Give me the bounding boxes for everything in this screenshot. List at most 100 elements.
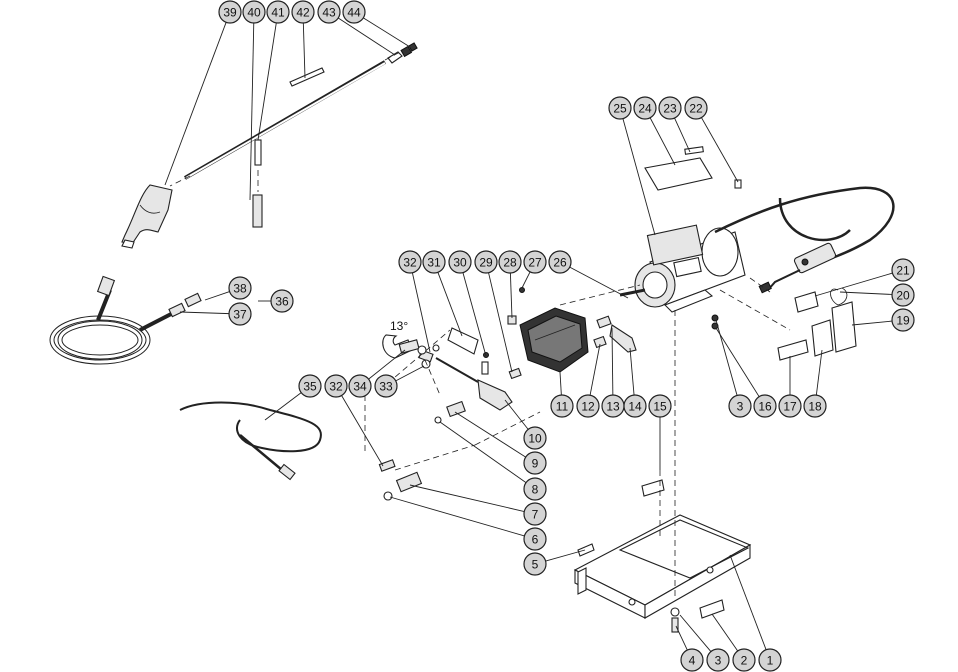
- callout-circle: [758, 648, 782, 672]
- spray-gun: [121, 184, 173, 249]
- leader-line: [504, 399, 529, 430]
- callout-number: 3: [715, 654, 722, 668]
- callout-29: 29: [474, 250, 498, 274]
- callout-22: 22: [684, 96, 708, 120]
- leader-line: [439, 421, 527, 484]
- leader-line: [611, 327, 614, 396]
- callout-number: 5: [532, 558, 539, 572]
- pump-assembly: [507, 284, 641, 380]
- leader-line: [409, 484, 525, 512]
- callout-circle: [523, 451, 547, 475]
- leader-line: [715, 319, 738, 396]
- leader-line: [715, 327, 760, 397]
- callout-circle: [732, 648, 756, 672]
- callout-15: 15: [648, 394, 672, 418]
- callout-circle: [550, 394, 574, 418]
- callout-circle: [324, 374, 348, 398]
- callout-7: 7: [523, 502, 547, 526]
- callout-43: 43: [317, 0, 341, 24]
- leader-line: [545, 549, 586, 562]
- callout-number: 26: [553, 256, 567, 270]
- callout-number: 34: [353, 380, 367, 394]
- callout-32: 32: [324, 374, 348, 398]
- leader-line: [729, 554, 767, 650]
- callout-circle: [684, 96, 708, 120]
- callout-number: 41: [271, 6, 285, 20]
- leader-line: [204, 291, 230, 301]
- callout-9: 9: [523, 451, 547, 475]
- callout-18: 18: [803, 394, 827, 418]
- electric-motor: [619, 146, 746, 313]
- callout-number: 18: [808, 400, 822, 414]
- callout-number: 9: [532, 457, 539, 471]
- callout-number: 13: [606, 400, 620, 414]
- callout-40: 40: [242, 0, 266, 24]
- callout-number: 17: [783, 400, 797, 414]
- callout-number: 8: [532, 483, 539, 497]
- callout-circle: [891, 258, 915, 282]
- callout-17: 17: [778, 394, 802, 418]
- callout-number: 44: [347, 6, 361, 20]
- leader-line: [649, 117, 676, 166]
- callout-28: 28: [498, 250, 522, 274]
- callout-circle: [348, 374, 372, 398]
- leader-line: [814, 272, 893, 297]
- leader-line: [839, 291, 893, 295]
- callout-number: 23: [663, 102, 677, 116]
- callout-37: 37: [228, 302, 252, 326]
- leader-line: [411, 272, 431, 353]
- leader-line: [701, 117, 739, 183]
- leader-line: [589, 343, 601, 396]
- callout-number: 7: [532, 508, 539, 522]
- callout-25: 25: [608, 96, 632, 120]
- callout-number: 27: [528, 256, 542, 270]
- callout-circle: [648, 394, 672, 418]
- callout-number: 25: [613, 102, 627, 116]
- callout-number: 24: [638, 102, 652, 116]
- callout-20: 20: [891, 283, 915, 307]
- leader-line: [341, 395, 384, 467]
- leader-line: [249, 22, 255, 201]
- callout-circle: [291, 0, 315, 24]
- callout-number: 32: [329, 380, 343, 394]
- angle-label: 13°: [390, 319, 408, 333]
- leader-line: [337, 17, 396, 56]
- unloader-valve: [418, 327, 513, 424]
- callout-number: 42: [296, 6, 310, 20]
- assembly-connectors: [364, 289, 791, 455]
- callout-circle: [448, 250, 472, 274]
- callout-circle: [270, 289, 294, 313]
- callout-number: 14: [628, 400, 642, 414]
- callout-19: 19: [891, 308, 915, 332]
- callout-44: 44: [342, 0, 366, 24]
- callout-number: 43: [322, 6, 336, 20]
- callout-circle: [342, 0, 366, 24]
- callout-circle: [658, 96, 682, 120]
- callout-circle: [523, 477, 547, 501]
- leader-line: [559, 371, 562, 396]
- callout-number: 16: [758, 400, 772, 414]
- callout-circle: [422, 250, 446, 274]
- callout-circle: [576, 394, 600, 418]
- callout-number: 2: [741, 654, 748, 668]
- callout-30: 30: [448, 250, 472, 274]
- leader-line: [368, 349, 406, 380]
- leader-line: [395, 365, 425, 382]
- callout-13: 13: [601, 394, 625, 418]
- callout-36: 36: [270, 289, 294, 313]
- callout-34: 34: [348, 374, 372, 398]
- callout-31: 31: [422, 250, 446, 274]
- callout-circle: [228, 302, 252, 326]
- power-cord: [714, 186, 895, 294]
- leader-line: [437, 272, 463, 337]
- callout-number: 1: [767, 654, 774, 668]
- callout-circle: [266, 0, 290, 24]
- hose-coil: [49, 275, 202, 365]
- callout-24: 24: [633, 96, 657, 120]
- leader-line: [815, 349, 823, 396]
- callout-circle: [623, 394, 647, 418]
- leader-line: [569, 266, 629, 299]
- leader-line: [711, 613, 739, 652]
